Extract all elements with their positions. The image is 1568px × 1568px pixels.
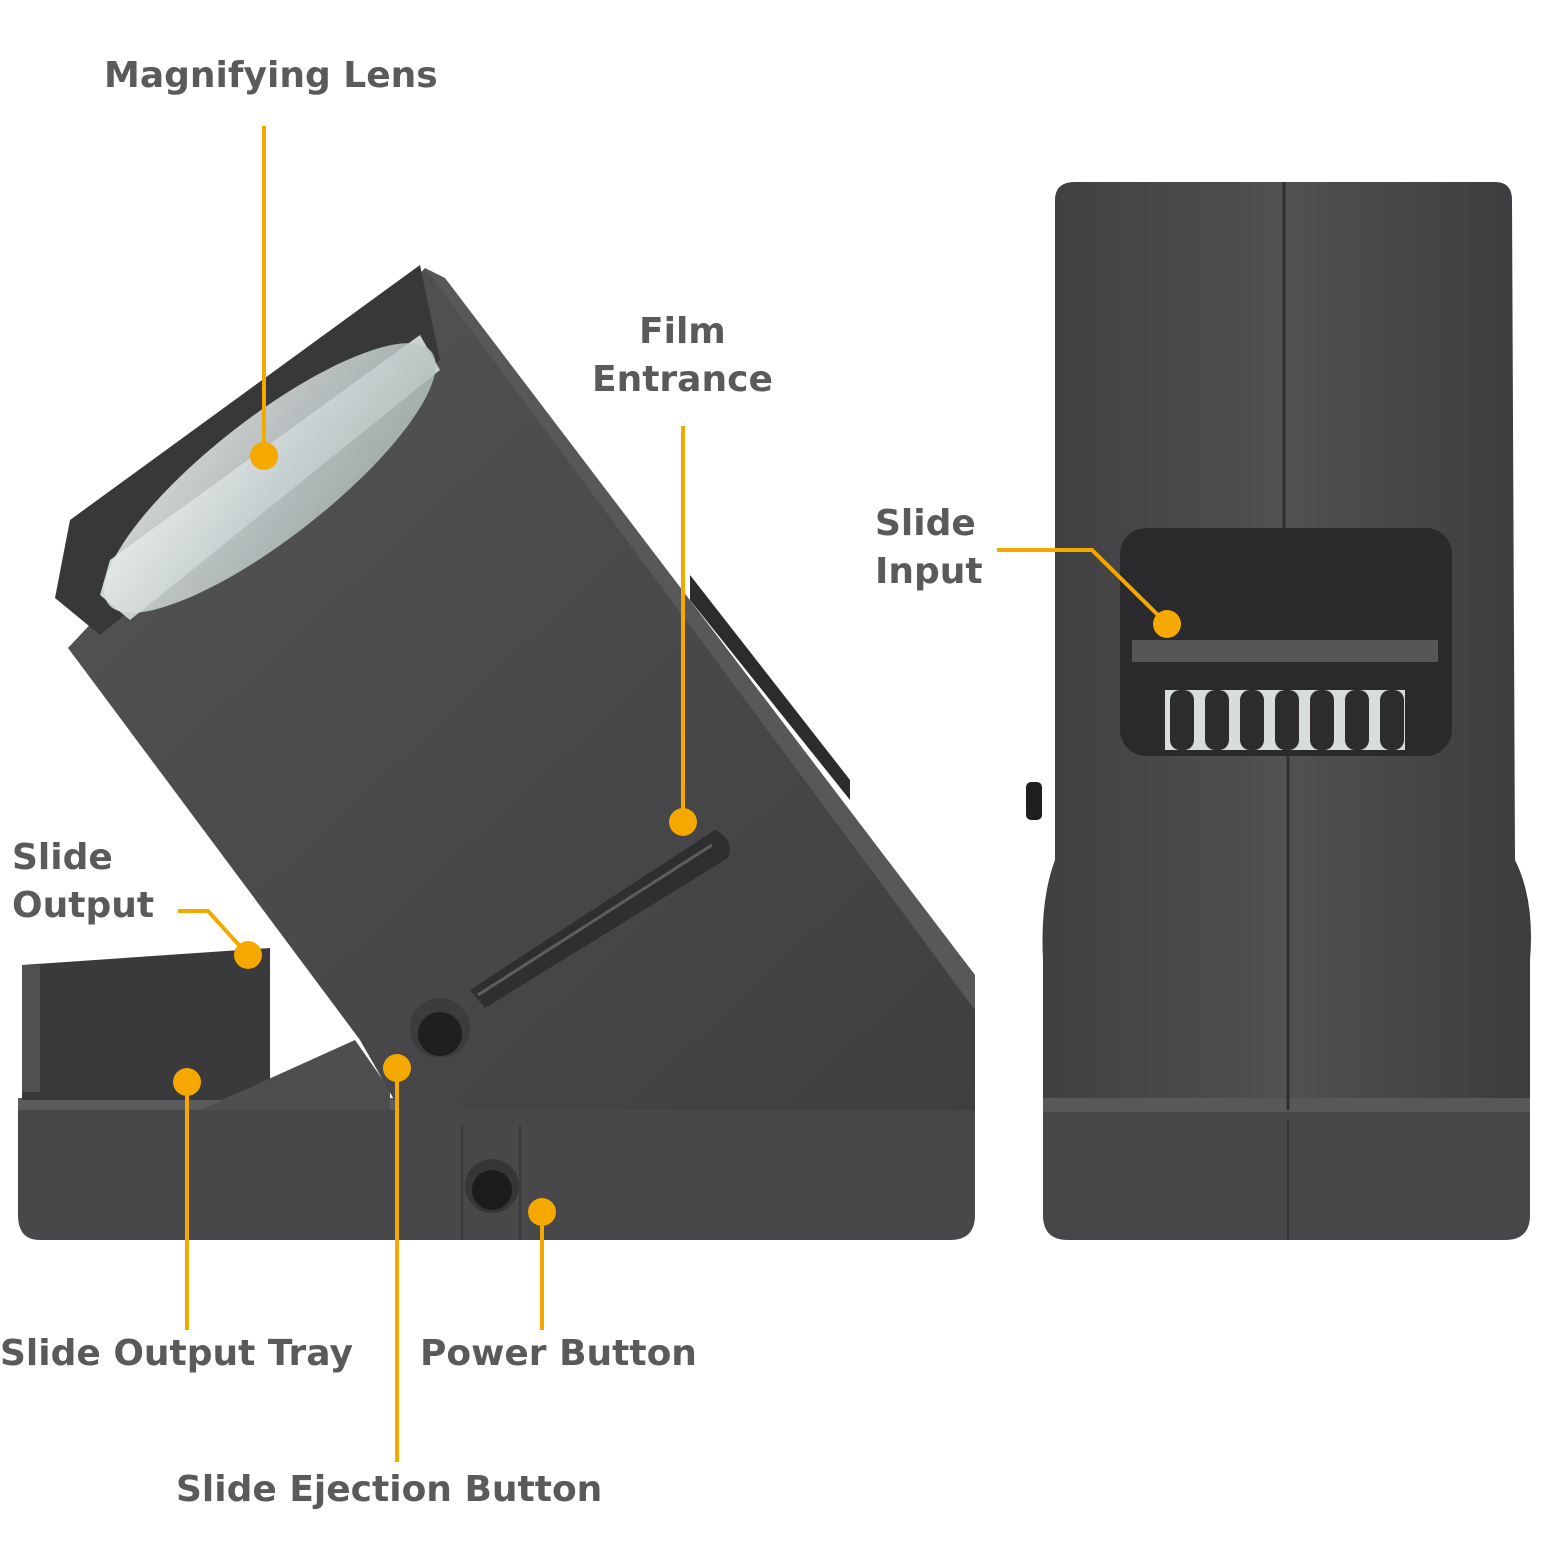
slot-highlight: [477, 843, 713, 997]
side-button: [1026, 782, 1042, 820]
label-slide-output-line2: Output: [12, 885, 155, 926]
top-view-base: [1043, 1098, 1530, 1240]
viewer-top-view: [1026, 182, 1531, 1240]
label-film-entrance: Film Entrance: [592, 308, 773, 404]
label-power-button: Power Button: [420, 1330, 697, 1378]
label-slide-output-line1: Slide: [12, 837, 113, 878]
label-magnifying-lens-text: Magnifying Lens: [104, 55, 438, 96]
label-slide-output-tray: Slide Output Tray: [0, 1330, 353, 1378]
callout-dots: [173, 442, 1181, 1226]
dot-power-button: [528, 1198, 556, 1226]
label-magnifying-lens: Magnifying Lens: [104, 52, 438, 100]
dot-slide-input: [1153, 610, 1181, 638]
label-slide-input-line2: Input: [875, 551, 983, 592]
label-slide-input: Slide Input: [875, 500, 983, 596]
label-slide-output-tray-text: Slide Output Tray: [0, 1333, 353, 1374]
leader-slide-input: [997, 548, 1169, 626]
dot-slide-ejection: [383, 1054, 411, 1082]
label-power-button-text: Power Button: [420, 1333, 697, 1374]
slide-output-tray-shape: [22, 948, 270, 1100]
leader-slide-output: [178, 909, 250, 957]
dot-magnifying-lens: [250, 442, 278, 470]
label-film-entrance-line1: Film: [639, 311, 726, 352]
lens-curve: [104, 343, 436, 613]
side-recess: [690, 575, 850, 800]
slide-input-ledge: [1132, 640, 1438, 662]
label-slide-ejection-button-text: Slide Ejection Button: [176, 1469, 603, 1510]
label-film-entrance-line2: Entrance: [592, 359, 773, 400]
label-slide-ejection-button: Slide Ejection Button: [176, 1466, 602, 1514]
housing-edge: [425, 268, 975, 1010]
callout-leaders: [178, 126, 1169, 1462]
tray-ramp: [200, 1040, 390, 1110]
vent-slats: [1170, 690, 1404, 750]
label-slide-input-line1: Slide: [875, 503, 976, 544]
viewer-angled-view: [18, 265, 975, 1240]
tray-wall: [22, 965, 40, 1092]
dot-slide-output: [234, 941, 262, 969]
ejection-button-cap: [418, 1012, 462, 1056]
power-button-cap: [472, 1170, 512, 1210]
dot-film-entrance: [669, 808, 697, 836]
dot-slide-output-tray: [173, 1068, 201, 1096]
label-slide-output: Slide Output: [12, 834, 154, 930]
